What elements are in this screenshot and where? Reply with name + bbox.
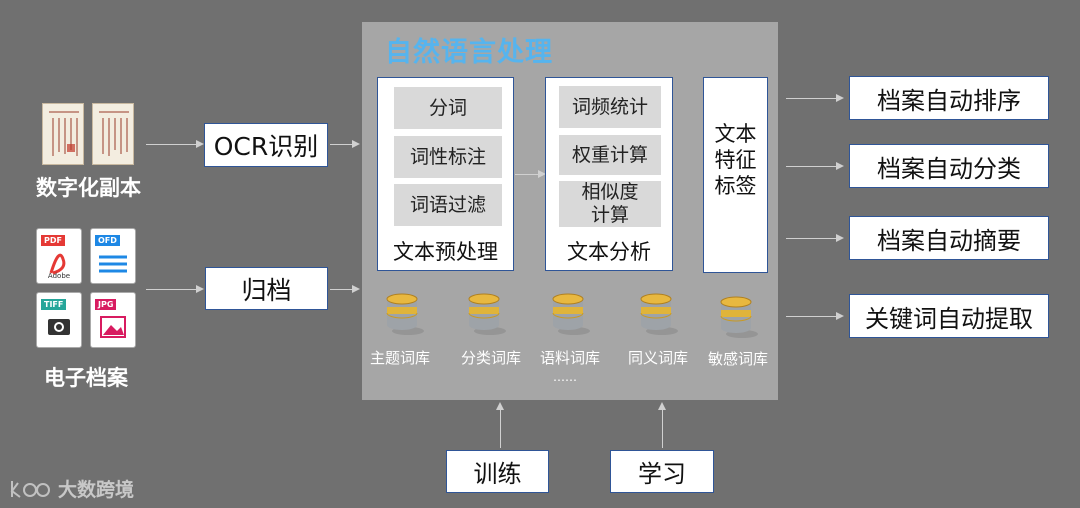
digitized-copy-label: 数字化副本 [36, 176, 141, 200]
arrow-train-to-nlp [500, 410, 501, 448]
library-label: 语料词库 [540, 349, 601, 367]
output-box: 档案自动摘要 [849, 216, 1049, 260]
library-label: 分类词库 [461, 349, 522, 367]
pdf-icon: PDF Adobe [36, 228, 82, 284]
analysis-caption: 文本分析 [567, 240, 651, 264]
analysis-column: 词频统计 权重计算 相似度计算 文本分析 [545, 77, 673, 271]
preprocess-column: 分词 词性标注 词语过滤 文本预处理 [377, 77, 514, 271]
arrow-to-output [786, 238, 838, 239]
arrow-to-output [786, 98, 838, 99]
library-ellipsis: …… [553, 370, 577, 384]
output-box: 档案自动排序 [849, 76, 1049, 120]
electronic-file-icons: PDF Adobe OFD TIFF JPG [36, 228, 140, 352]
database-icon [466, 291, 506, 341]
term-frequency-chip: 词频统计 [559, 86, 661, 128]
train-box: 训练 [446, 450, 549, 493]
library-label: 敏感词库 [708, 350, 769, 368]
library-label: 同义词库 [628, 349, 689, 367]
arrow-files-to-archive [146, 289, 198, 290]
arrow-archive-to-nlp [330, 289, 354, 290]
ofd-icon: OFD [90, 228, 136, 284]
word-filter-chip: 词语过滤 [394, 184, 502, 226]
arrow-learn-to-nlp [662, 410, 663, 448]
preprocess-caption: 文本预处理 [393, 240, 498, 264]
arrow-to-output [786, 166, 838, 167]
weight-calc-chip: 权重计算 [559, 135, 661, 175]
jpg-icon: JPG [90, 292, 136, 348]
database-icon [550, 291, 590, 341]
arrow-preprocess-to-analysis [515, 174, 539, 175]
database-icon [638, 291, 678, 341]
feature-tag-column: 文本特征标签 [703, 77, 768, 273]
segmentation-chip: 分词 [394, 87, 502, 129]
electronic-archive-label: 电子档案 [44, 366, 128, 390]
output-box: 档案自动分类 [849, 144, 1049, 188]
arrow-ocr-to-nlp [330, 144, 354, 145]
arrow-to-output [786, 316, 838, 317]
watermark-text: 大数跨境 [58, 479, 135, 501]
output-box: 关键词自动提取 [849, 294, 1049, 338]
watermark: 大数跨境 [8, 475, 134, 502]
library-label: 主题词库 [370, 349, 431, 367]
ocr-box: OCR识别 [204, 123, 328, 167]
pos-tagging-chip: 词性标注 [394, 136, 502, 178]
database-icon [384, 291, 424, 341]
database-icon [718, 294, 758, 344]
archive-box: 归档 [205, 267, 328, 310]
digitized-copy-icon [40, 103, 140, 167]
learn-box: 学习 [610, 450, 714, 493]
arrow-docs-to-ocr [146, 144, 198, 145]
watermark-logo-icon [10, 480, 50, 498]
similarity-calc-chip: 相似度计算 [559, 181, 661, 227]
nlp-title: 自然语言处理 [385, 37, 553, 68]
feature-tag-label: 文本特征标签 [714, 122, 757, 198]
tiff-icon: TIFF [36, 292, 82, 348]
